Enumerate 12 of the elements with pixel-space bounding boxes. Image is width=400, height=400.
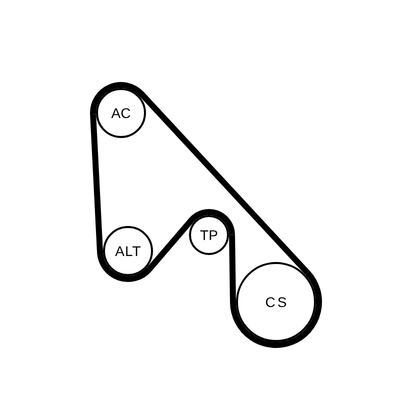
pulley-label: ALT bbox=[115, 244, 142, 258]
belt bbox=[229, 234, 322, 348]
belt bbox=[90, 82, 310, 275]
belt bbox=[146, 209, 235, 272]
pulley bbox=[103, 226, 153, 276]
pulley-label: AC bbox=[111, 106, 131, 120]
pulley bbox=[96, 88, 146, 138]
pulley bbox=[236, 262, 316, 342]
pulley-label: CS bbox=[265, 295, 289, 309]
pulley bbox=[189, 215, 229, 255]
pulley-label: TP bbox=[200, 228, 218, 242]
belt bbox=[90, 114, 152, 282]
